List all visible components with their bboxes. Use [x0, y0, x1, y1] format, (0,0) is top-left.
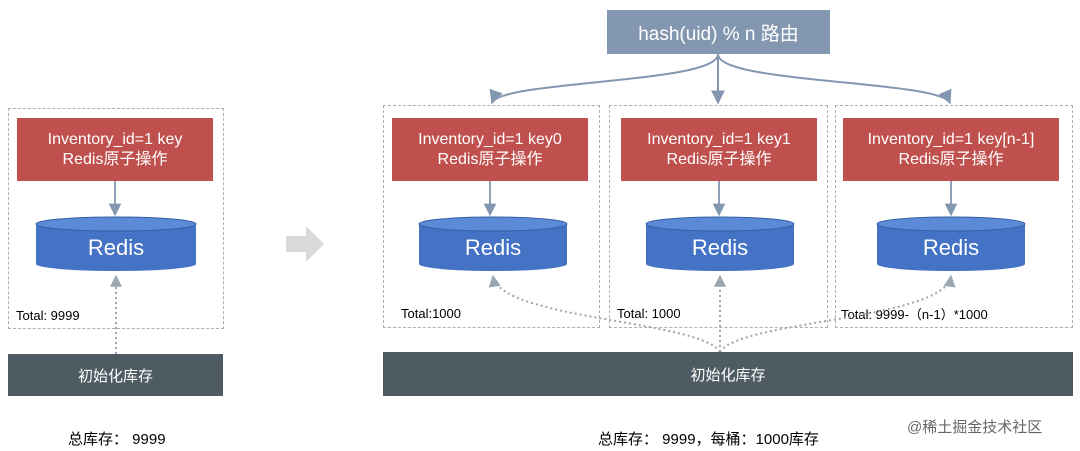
left-init-bar: 初始化库存 — [8, 354, 223, 396]
shard-0-key-line1: Inventory_id=1 key0 — [418, 130, 562, 148]
left-key-line1: Inventory_id=1 key — [47, 130, 183, 148]
redis-label-shard-1: Redis — [692, 235, 748, 260]
hash-router-box: hash(uid) % n 路由 — [607, 10, 830, 54]
shard-2-key-box: Inventory_id=1 key[n-1] Redis原子操作 — [843, 118, 1059, 181]
left-total: Total: 9999 — [16, 308, 80, 323]
router-arrows — [489, 53, 952, 105]
shard-1-key-line1: Inventory_id=1 key1 — [647, 130, 791, 148]
router-arrow-left — [489, 53, 719, 105]
redis-cylinder-shard-0: Redis — [418, 216, 568, 271]
left-init-bar-label: 初始化库存 — [77, 367, 153, 385]
transition-arrow-icon — [286, 226, 324, 262]
redis-label-left: Redis — [88, 235, 144, 260]
left-key-line2: Redis原子操作 — [62, 150, 168, 168]
shard-panel-1 — [609, 105, 828, 328]
right-summary: 总库存： 9999，每桶：1000库存 — [598, 431, 819, 448]
redis-label-shard-0: Redis — [465, 235, 521, 260]
redis-cylinder-shard-1: Redis — [645, 216, 795, 271]
init-arrow-shard-0 — [488, 274, 721, 353]
key-to-redis-arrows — [108, 181, 958, 217]
redis-label-shard-2: Redis — [923, 235, 979, 260]
redis-cylinder-left: Redis — [35, 216, 197, 271]
shard-1-key-line2: Redis原子操作 — [666, 150, 772, 168]
shard-0-total: Total:1000 — [401, 306, 461, 321]
redis-cylinder-shard-2: Redis — [876, 216, 1026, 271]
shard-2-key-line1: Inventory_id=1 key[n-1] — [867, 130, 1035, 148]
shard-1-key-box: Inventory_id=1 key1 Redis原子操作 — [621, 118, 817, 181]
watermark: @稀土掘金技术社区 — [907, 419, 1043, 436]
shard-2-key-line2: Redis原子操作 — [898, 150, 1004, 168]
right-init-bar: 初始化库存 — [383, 352, 1073, 396]
left-key-box: Inventory_id=1 key Redis原子操作 — [17, 118, 213, 181]
hash-router-label: hash(uid) % n 路由 — [638, 23, 799, 45]
shard-0-key-line2: Redis原子操作 — [437, 150, 543, 168]
left-summary: 总库存： 9999 — [68, 431, 166, 448]
shard-0-key-box: Inventory_id=1 key0 Redis原子操作 — [392, 118, 588, 181]
shard-1-total: Total: 1000 — [617, 306, 681, 321]
init-arrow-shard-2 — [719, 274, 956, 353]
shard-2-total: Total: 9999-（n-1）*1000 — [841, 307, 988, 322]
shard-panel-0 — [383, 105, 600, 328]
right-init-bar-label: 初始化库存 — [690, 366, 766, 384]
router-arrow-right — [717, 53, 952, 105]
shard-panel-2 — [835, 105, 1073, 328]
init-arrows — [110, 274, 956, 354]
